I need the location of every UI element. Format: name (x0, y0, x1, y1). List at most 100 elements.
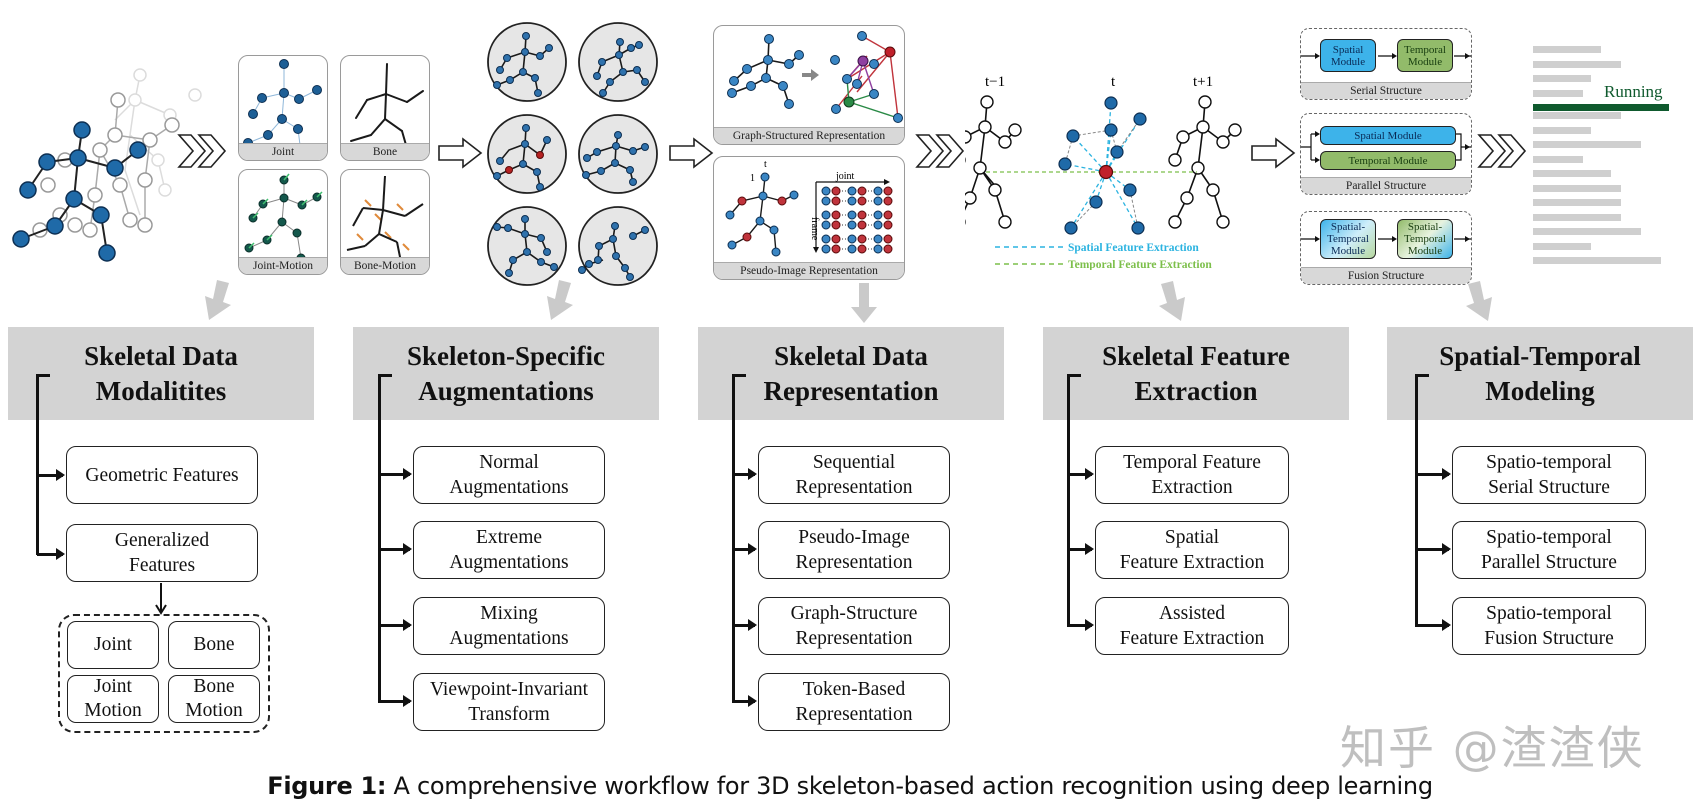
pseudo-image-cell (883, 210, 893, 220)
fusion-structure-panel: Spatial-Temporal Module Spatial-Temporal… (1300, 211, 1472, 285)
graph-illustration (727, 31, 903, 123)
pseudo-image-cell (831, 210, 841, 220)
pseudo-image-panel: t 1 joint frame Pseudo-Image Representat… (713, 156, 905, 280)
section-title-line2: Representation (763, 375, 939, 406)
tree-branch-arrow (1068, 543, 1094, 554)
section-title-line2: Augmentations (418, 375, 594, 406)
tree-branch-arrow (1416, 468, 1451, 479)
modality-panel-bone: Bone (340, 55, 430, 161)
pseudo-image-illustration: t 1 joint frame (725, 159, 893, 257)
placeholder-class-bar (1533, 141, 1641, 148)
modality-panel-bone-motion: Bone-Motion (340, 169, 430, 275)
pseudo-image-cell (831, 220, 841, 230)
item-label-line2: Representation (795, 628, 913, 649)
placeholder-class-bar (1533, 75, 1591, 82)
spatial-temporal-module: Spatial-Temporal Module (1320, 219, 1376, 259)
figure-caption-label: Figure 1: (267, 772, 387, 800)
pseudo-image-cell (857, 220, 867, 230)
section-title-line1: Spatial-Temporal (1439, 340, 1641, 371)
modality-caption: Joint (239, 143, 327, 160)
pseudo-image-cell (821, 234, 831, 244)
generalized-features-group (58, 614, 270, 733)
pseudo-image-cell (821, 244, 831, 254)
tree-tick (378, 374, 392, 377)
section-title-line1: Skeletal Data (84, 340, 238, 371)
tree-branch-arrow (37, 469, 65, 480)
tree-trunk (732, 374, 735, 703)
watermark: 知乎 @渣渣侠 (1340, 721, 1645, 775)
item-generalized-features: Generalized Features (66, 524, 258, 582)
parallel-flow-arrows (1301, 131, 1471, 163)
tree-branch-arrow (733, 468, 757, 479)
tree-branch-arrow (379, 543, 412, 554)
item-label-line2: Extraction (1151, 477, 1233, 498)
item-label-line1: Token-Based (802, 679, 906, 700)
pseudo-image-cell (857, 210, 867, 220)
placeholder-class-bar (1533, 155, 1583, 163)
item-label-line2: Augmentations (449, 552, 569, 573)
pseudo-image-cell (831, 234, 841, 244)
double-chevron-icon (1477, 134, 1527, 168)
right-arrow-icon (1251, 137, 1296, 169)
temporal-module: Temporal Module (1320, 151, 1456, 170)
placeholder-class-bar (1533, 89, 1583, 97)
right-arrow-icon (669, 137, 714, 169)
placeholder-class-bar (1533, 112, 1621, 119)
down-arrow-icon (547, 280, 573, 320)
axis-joint-label: joint (835, 171, 855, 182)
tree-trunk (1415, 374, 1418, 627)
fusion-structure-caption: Fusion Structure (1301, 267, 1471, 284)
pseudo-image-cell (857, 186, 867, 196)
sub-item-label: Joint (94, 634, 132, 655)
right-arrow-icon (438, 137, 483, 169)
double-chevron-icon (915, 134, 965, 168)
pseudo-image-cell (883, 220, 893, 230)
section-title-line2: Modeling (1485, 375, 1595, 406)
section-title-line1: Skeletal Feature (1102, 340, 1290, 371)
down-arrow-icon (205, 280, 231, 320)
modality-panel-joint: Joint (238, 55, 328, 161)
tree-branch-arrow (733, 619, 757, 630)
tree-branch-arrow (379, 619, 412, 630)
item-label-line1: Viewpoint-Invariant (429, 679, 589, 700)
item-label-line1: Sequential (812, 452, 896, 473)
spatial-module: Spatial Module (1320, 126, 1456, 145)
tree-trunk (1067, 374, 1070, 627)
pseudo-image-cell (847, 186, 857, 196)
tree-tick (732, 374, 746, 377)
temporal-module: Temporal Module (1397, 39, 1453, 72)
down-small-arrow-icon (155, 583, 167, 615)
item-label-line2: Fusion Structure (1484, 628, 1614, 649)
pseudo-image-cell (821, 220, 831, 230)
bone-motion-icon (346, 175, 424, 263)
pseudo-image-grid (821, 186, 893, 254)
placeholder-class-bar (1533, 228, 1641, 235)
pseudo-image-cell (847, 234, 857, 244)
serial-structure-caption: Serial Structure (1301, 82, 1471, 99)
item-label-line1: Spatio-temporal (1486, 603, 1612, 624)
tree-branch-arrow (37, 548, 65, 559)
item-label-line1: Mixing (480, 603, 538, 624)
pseudo-image-cell (857, 234, 867, 244)
figure-caption-text: A comprehensive workflow for 3D skeleton… (386, 772, 1434, 800)
item-label-line1: Pseudo-Image (798, 527, 910, 548)
feature-extraction-illustration: t−1 t t+1 Spatial Feature Extraction Tem… (965, 74, 1242, 270)
item-label-line2: Features (128, 555, 196, 576)
pseudo-image-cell (831, 186, 841, 196)
tree-branch-arrow (1416, 543, 1451, 554)
spatial-edges (1064, 102, 1141, 229)
modality-panel-joint-motion: Joint-Motion (238, 169, 328, 275)
tree-branch-arrow (1068, 468, 1094, 479)
item-label-line1: Spatio-temporal (1486, 452, 1612, 473)
